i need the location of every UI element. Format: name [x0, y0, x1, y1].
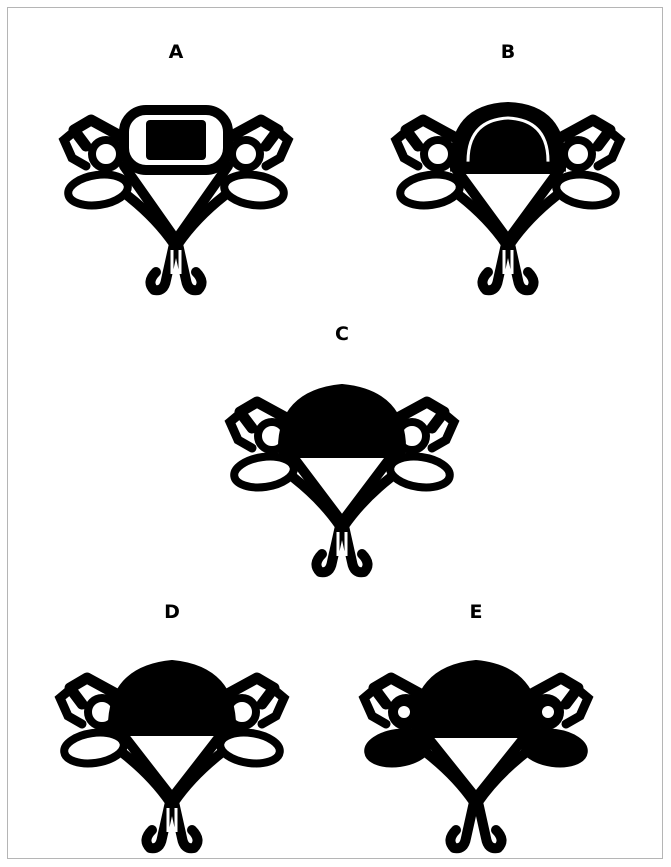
panel-d: D	[37, 598, 307, 860]
articular-facet	[232, 453, 296, 491]
articular-facet	[388, 453, 452, 491]
panel-label-b: B	[373, 42, 643, 62]
articular-facet	[398, 171, 462, 209]
articular-facet	[554, 171, 618, 209]
vertebra-drawing-b	[378, 68, 638, 298]
panel-c: C	[207, 320, 477, 590]
vertebra-drawing-e	[346, 626, 606, 856]
articular-facet	[218, 729, 282, 767]
vertebral-body	[282, 388, 402, 452]
figure-frame: A B C D E	[7, 7, 663, 859]
panel-label-c: C	[207, 324, 477, 344]
articular-facet	[66, 171, 130, 209]
panel-label-d: D	[37, 602, 307, 622]
vertebral-body	[454, 106, 562, 168]
vertebra-drawing-c	[212, 350, 472, 580]
panel-label-a: A	[41, 42, 311, 62]
vertebral-body	[112, 664, 232, 730]
vertebra-drawing-d	[42, 626, 302, 856]
vertebra-drawing-a	[46, 68, 306, 298]
panel-b: B	[373, 36, 643, 306]
articular-facet	[222, 171, 286, 209]
panel-a: A	[41, 36, 311, 306]
panel-e: E	[341, 598, 611, 860]
vertebral-body	[416, 664, 536, 733]
vertebral-body-core	[146, 120, 206, 160]
articular-facet	[62, 729, 126, 767]
panel-label-e: E	[341, 602, 611, 622]
